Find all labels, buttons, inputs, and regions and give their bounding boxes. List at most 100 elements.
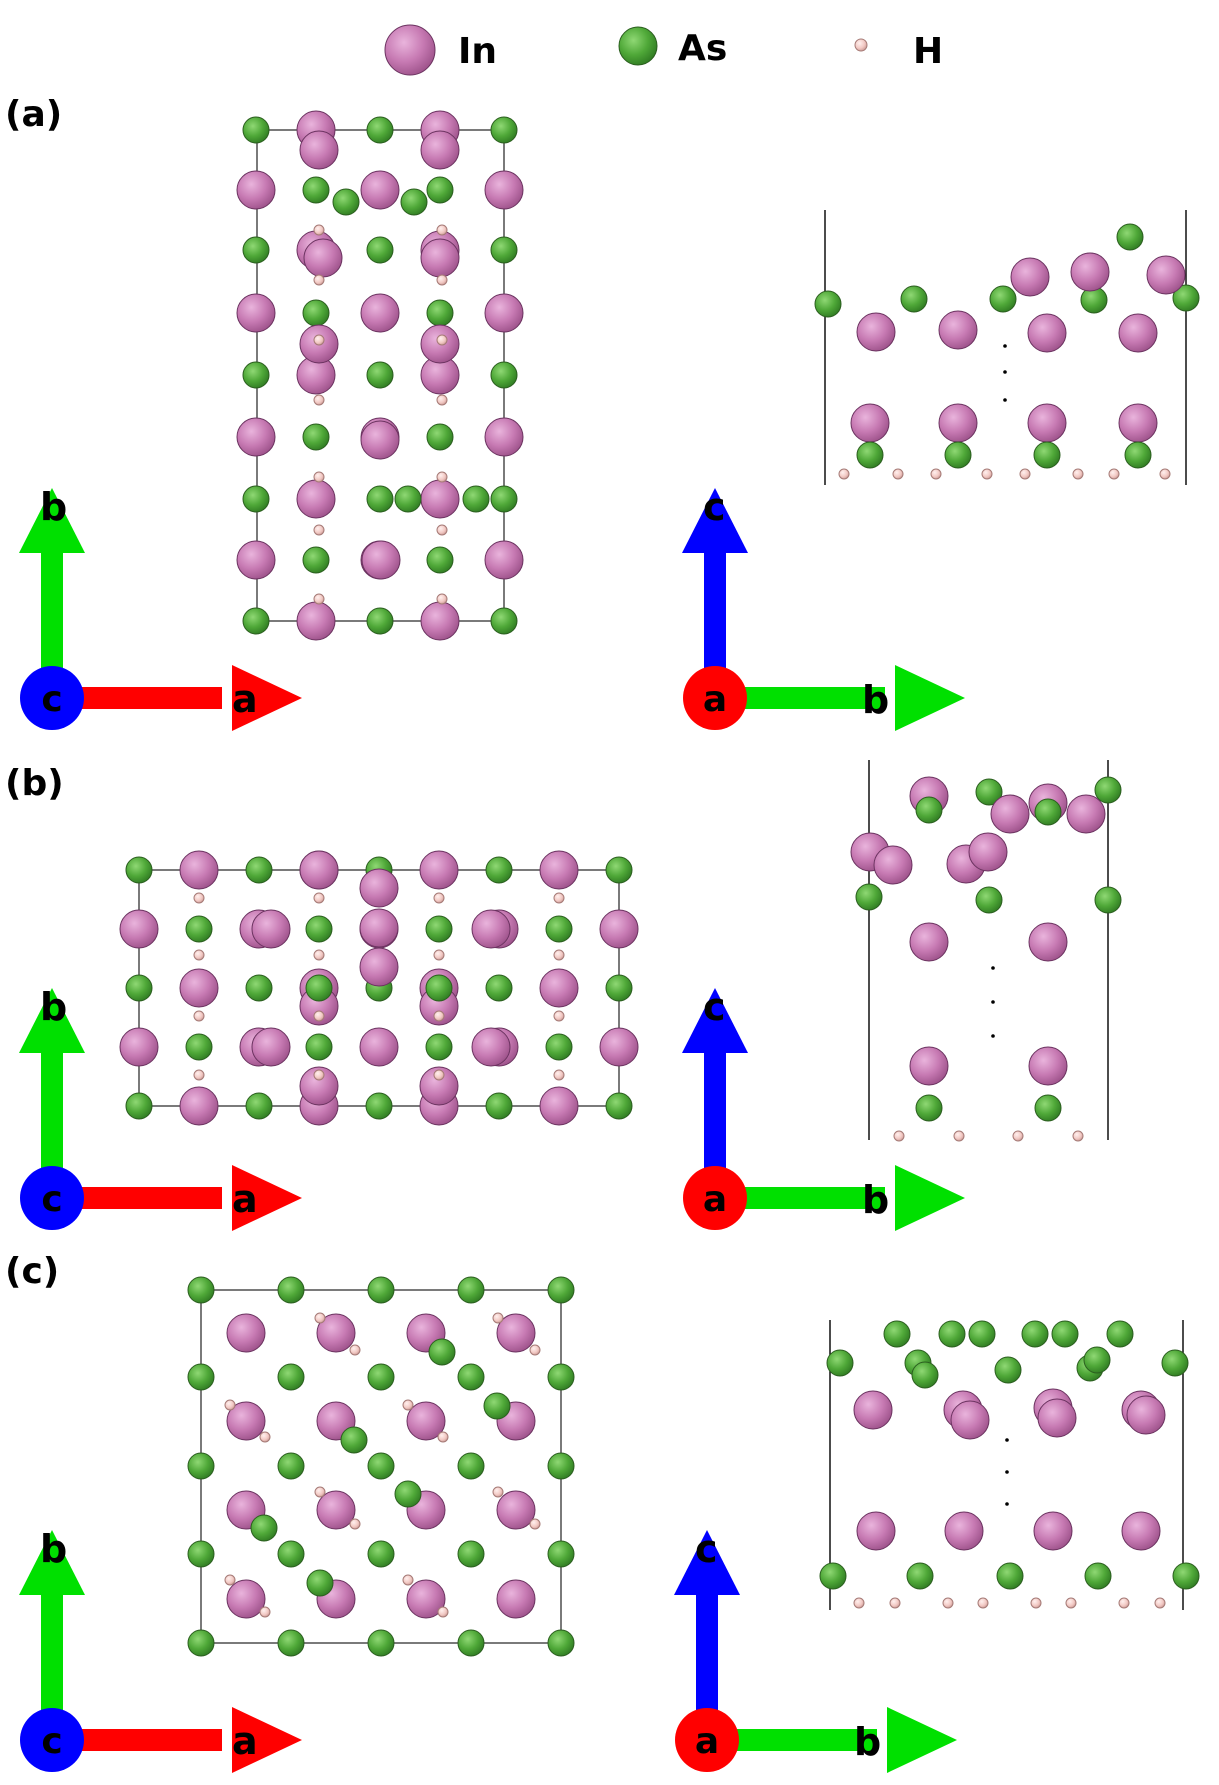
- ellipsis-dot: [991, 1034, 995, 1038]
- panel-c-side-view: [819, 1320, 1200, 1610]
- as-atom: [367, 1629, 395, 1657]
- h-atom: [1118, 1597, 1130, 1609]
- h-atom: [981, 468, 993, 480]
- triad-b-side: cba: [682, 985, 965, 1231]
- as-atom: [547, 1629, 575, 1657]
- in-atom: [406, 1401, 446, 1441]
- as-atom: [366, 485, 394, 513]
- axis-c-label: c: [703, 985, 726, 1029]
- as-atom: [605, 856, 633, 884]
- axis-b-shaft: [715, 1187, 885, 1209]
- as-atom: [1034, 1094, 1062, 1122]
- h-atom: [313, 334, 325, 346]
- legend-h-label: H: [913, 31, 943, 72]
- in-atom: [1010, 257, 1050, 297]
- in-atom: [471, 909, 511, 949]
- as-atom: [944, 441, 972, 469]
- h-atom: [313, 471, 325, 483]
- as-atom: [242, 485, 270, 513]
- ellipsis-dot: [991, 966, 995, 970]
- in-atom: [856, 1511, 896, 1551]
- as-atom: [975, 886, 1003, 914]
- axis-b-shaft: [707, 1729, 877, 1751]
- as-atom: [185, 1033, 213, 1061]
- as-atom: [485, 974, 513, 1002]
- as-atom: [1094, 886, 1122, 914]
- in-atom: [1118, 313, 1158, 353]
- as-atom: [547, 1452, 575, 1480]
- axis-b-shaft: [41, 1590, 63, 1740]
- h-atom: [1030, 1597, 1042, 1609]
- in-atom: [1027, 313, 1067, 353]
- ellipsis-dot: [1005, 1470, 1009, 1474]
- as-atom: [302, 176, 330, 204]
- panel-b-top-view: [119, 850, 639, 1126]
- in-atom: [909, 1046, 949, 1086]
- in-atom: [406, 1579, 446, 1619]
- as-atom: [457, 1276, 485, 1304]
- axis-c-head: [682, 988, 748, 1053]
- as-atom: [457, 1540, 485, 1568]
- h-atom: [437, 1606, 449, 1618]
- in-atom: [938, 403, 978, 443]
- in-atom: [1146, 255, 1186, 295]
- in-atom: [226, 1401, 266, 1441]
- h-atom: [942, 1597, 954, 1609]
- axis-a-label: a: [232, 677, 258, 721]
- in-atom: [496, 1490, 536, 1530]
- h-atom: [193, 949, 205, 961]
- in-atom: [850, 403, 890, 443]
- as-atom: [1161, 1349, 1189, 1377]
- as-atom: [490, 485, 518, 513]
- in-atom: [419, 1066, 459, 1106]
- h-atom: [349, 1518, 361, 1530]
- as-atom: [340, 1426, 368, 1454]
- h-atom: [853, 1597, 865, 1609]
- in-atom: [484, 417, 524, 457]
- h-atom: [224, 1399, 236, 1411]
- h-atom: [313, 224, 325, 236]
- h-atom: [313, 394, 325, 406]
- in-atom: [296, 479, 336, 519]
- as-atom: [490, 361, 518, 389]
- as-atom: [245, 856, 273, 884]
- in-atom: [496, 1313, 536, 1353]
- as-atom: [242, 116, 270, 144]
- as-atom: [185, 915, 213, 943]
- axis-a-label: a: [232, 1719, 258, 1763]
- in-atom: [1028, 1046, 1068, 1086]
- h-atom: [1159, 468, 1171, 480]
- panel-label-c: (c): [5, 1251, 59, 1292]
- ellipsis-dot: [991, 1000, 995, 1004]
- as-atom: [242, 236, 270, 264]
- in-atom: [419, 850, 459, 890]
- axis-c-shaft: [696, 1590, 718, 1740]
- h-atom: [1065, 1597, 1077, 1609]
- h-atom: [977, 1597, 989, 1609]
- in-atom: [359, 1027, 399, 1067]
- axis-c-origin: [20, 1708, 84, 1772]
- legend-h-swatch: [854, 38, 868, 52]
- in-atom: [944, 1511, 984, 1551]
- as-atom: [915, 1094, 943, 1122]
- in-atom: [909, 922, 949, 962]
- in-atom: [236, 540, 276, 580]
- as-atom: [490, 116, 518, 144]
- h-atom: [313, 1069, 325, 1081]
- h-atom: [437, 1431, 449, 1443]
- as-atom: [187, 1629, 215, 1657]
- in-atom: [484, 170, 524, 210]
- triad-a-top: bac: [19, 485, 302, 731]
- panel-label-a: (a): [5, 94, 62, 135]
- as-atom: [547, 1363, 575, 1391]
- in-atom: [938, 310, 978, 350]
- in-atom: [990, 794, 1030, 834]
- axis-c-origin-label: c: [41, 1179, 62, 1220]
- in-atom: [236, 417, 276, 457]
- axis-a-origin-label: a: [703, 679, 727, 720]
- in-atom: [179, 850, 219, 890]
- in-atom: [226, 1579, 266, 1619]
- axis-b-head: [887, 1707, 957, 1773]
- as-atom: [245, 1092, 273, 1120]
- as-atom: [1083, 1346, 1111, 1374]
